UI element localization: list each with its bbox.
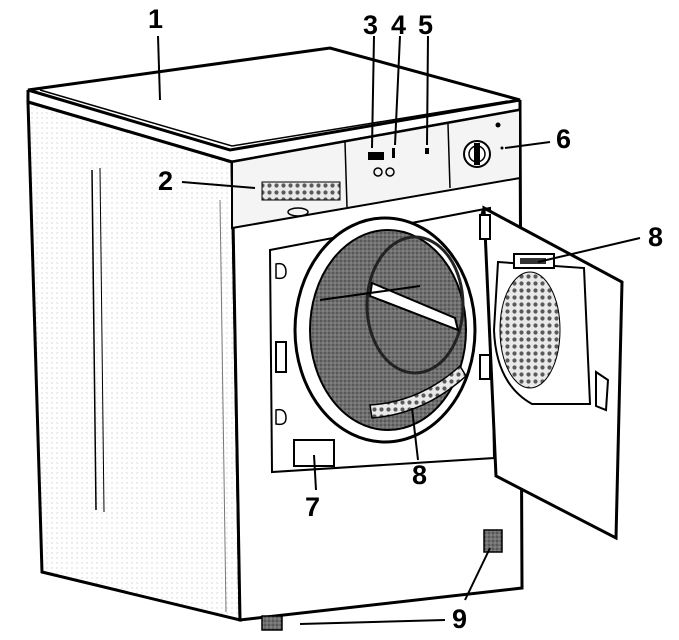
- leader-lines: [157, 35, 641, 625]
- callout-8-drum-filter: 8: [412, 460, 428, 490]
- drum-interior: [309, 229, 467, 431]
- lint-filter-drum: [369, 364, 467, 419]
- indicator-light: [392, 148, 395, 158]
- timer-button: [368, 152, 384, 160]
- front-foot-left: [261, 615, 283, 631]
- callout-7: 7: [305, 492, 321, 522]
- timer-dial: [463, 122, 504, 168]
- callout-1: 1: [148, 4, 164, 34]
- callout-3: 3: [363, 10, 379, 40]
- left-side-panel: [26, 99, 242, 622]
- callout-8-door-filter: 8: [648, 222, 664, 252]
- callout-2: 2: [158, 166, 174, 196]
- callout-5: 5: [418, 10, 434, 40]
- lint-filter-door: [492, 253, 592, 405]
- callout-4: 4: [391, 10, 407, 40]
- front-foot-right: [483, 529, 503, 553]
- heat-switch: [425, 148, 429, 154]
- callout-9: 9: [452, 604, 468, 634]
- program-chart-graphic: [261, 181, 341, 217]
- callout-6: 6: [556, 124, 572, 154]
- door-catch: [275, 341, 287, 373]
